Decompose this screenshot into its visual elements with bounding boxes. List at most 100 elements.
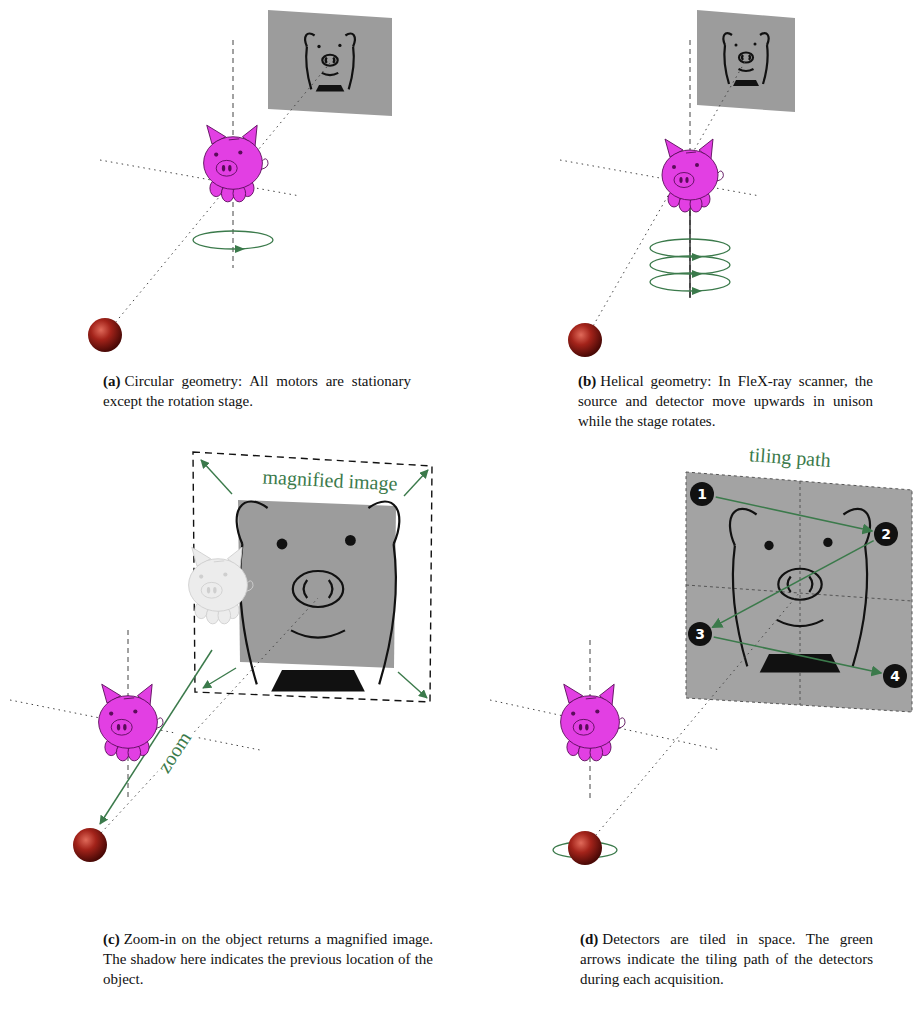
path-label: tiling path [746, 443, 835, 471]
stage-shaft [689, 200, 690, 298]
pig-nostril [585, 724, 588, 730]
coin-slot [124, 698, 135, 699]
projection-outline [763, 45, 768, 84]
pig-body [99, 696, 158, 749]
projection-ear [345, 34, 354, 47]
projection-outline [379, 544, 396, 684]
projection-mouth [739, 69, 754, 71]
pig-tail [156, 718, 163, 729]
pig-body [662, 150, 718, 200]
projection-outline [306, 47, 311, 90]
caption-text: Circular geometry: All motors are statio… [103, 373, 411, 409]
rotation-arrowhead [692, 253, 702, 261]
pig-body [189, 559, 248, 612]
xray-source [568, 323, 602, 357]
callout-number: 4 [883, 664, 907, 688]
projection-eye [823, 538, 832, 547]
rotation-arrowhead [235, 245, 245, 253]
projection-eye [735, 44, 738, 47]
detector-panel [238, 500, 396, 668]
tiling-arrow [714, 637, 882, 673]
axis-line [560, 160, 760, 196]
callout-text: 4 [890, 669, 900, 683]
pig-nostril [207, 587, 210, 593]
rotation-path [193, 231, 273, 249]
pig-projection [730, 509, 870, 673]
beam-line [90, 598, 318, 845]
pig-eye [238, 150, 242, 154]
pig-nostril [228, 165, 231, 171]
detector-panel [697, 10, 795, 112]
projection-mouth [291, 630, 345, 637]
callout-text: 2 [881, 527, 891, 541]
callout-number: 3 [688, 622, 712, 646]
projection-outline [733, 546, 747, 667]
projection-outline [853, 546, 867, 667]
pig-eye [199, 575, 203, 579]
projection-eye [754, 43, 757, 46]
xray-source [88, 318, 122, 352]
callout-number: 1 [690, 482, 714, 506]
pig-eye [595, 709, 599, 713]
coin-slot [214, 561, 225, 562]
figure-caption: (d)Detectors are tiled in space. The gre… [580, 930, 873, 989]
projection-eye [317, 45, 320, 48]
magnify-arrow [398, 672, 427, 698]
pig-snout [201, 582, 222, 598]
panel-zoom [10, 452, 432, 862]
coin-slot [229, 139, 240, 140]
pig-eye [133, 709, 137, 713]
pig-eye [109, 712, 113, 716]
projection-feet [271, 670, 365, 692]
projection-ear [730, 509, 757, 546]
projection-feet [733, 80, 759, 86]
projection-snout [322, 55, 337, 66]
pig-nostril [579, 724, 582, 730]
pig-eye [695, 163, 699, 167]
pig-tail [246, 581, 253, 592]
pig-nostril [222, 165, 225, 171]
projection-ear [760, 33, 769, 45]
pig-nostril [123, 724, 126, 730]
pig-nostril [213, 587, 216, 593]
pig-snout [573, 719, 594, 735]
projection-eye [338, 44, 341, 47]
panel-tiling [490, 472, 912, 865]
subfigure-letter: (c) [103, 931, 120, 947]
pig-snout [674, 173, 694, 188]
pig-figure [561, 684, 625, 761]
projection-eye [764, 541, 773, 550]
pig-tail [717, 171, 723, 181]
pig-eye [571, 712, 575, 716]
panel-helical [560, 10, 795, 357]
detector-panel [686, 472, 912, 712]
pig-nostril [679, 177, 682, 183]
pig-tail [618, 718, 625, 729]
axis-line [100, 160, 300, 196]
projection-mouth [322, 73, 339, 75]
rotation-path [650, 273, 730, 291]
figure-caption: (c)Zoom-in on the object returns a magni… [103, 930, 433, 989]
pig-eye [214, 153, 218, 157]
pig-eye [223, 572, 227, 576]
projection-outline [349, 47, 354, 90]
figure-caption: (a)Circular geometry: All motors are sta… [103, 372, 411, 412]
xray-source [568, 831, 602, 865]
pig-projection [237, 501, 400, 691]
caption-text: Zoom-in on the object returns a magnifie… [103, 931, 433, 987]
tile-border [686, 585, 912, 601]
subfigure-letter: (a) [103, 373, 121, 389]
magnify-arrow [404, 470, 428, 496]
pig-projection [305, 34, 355, 92]
subfigure-letter: (d) [580, 931, 598, 947]
callout-text: 3 [695, 627, 705, 641]
image-label: magnified image [259, 465, 401, 494]
projection-ear [723, 33, 732, 45]
pig-snout [111, 719, 132, 735]
beam-line [585, 60, 746, 340]
projection-snout [739, 53, 753, 63]
beam-line [105, 63, 330, 335]
callout-text: 1 [697, 487, 707, 501]
